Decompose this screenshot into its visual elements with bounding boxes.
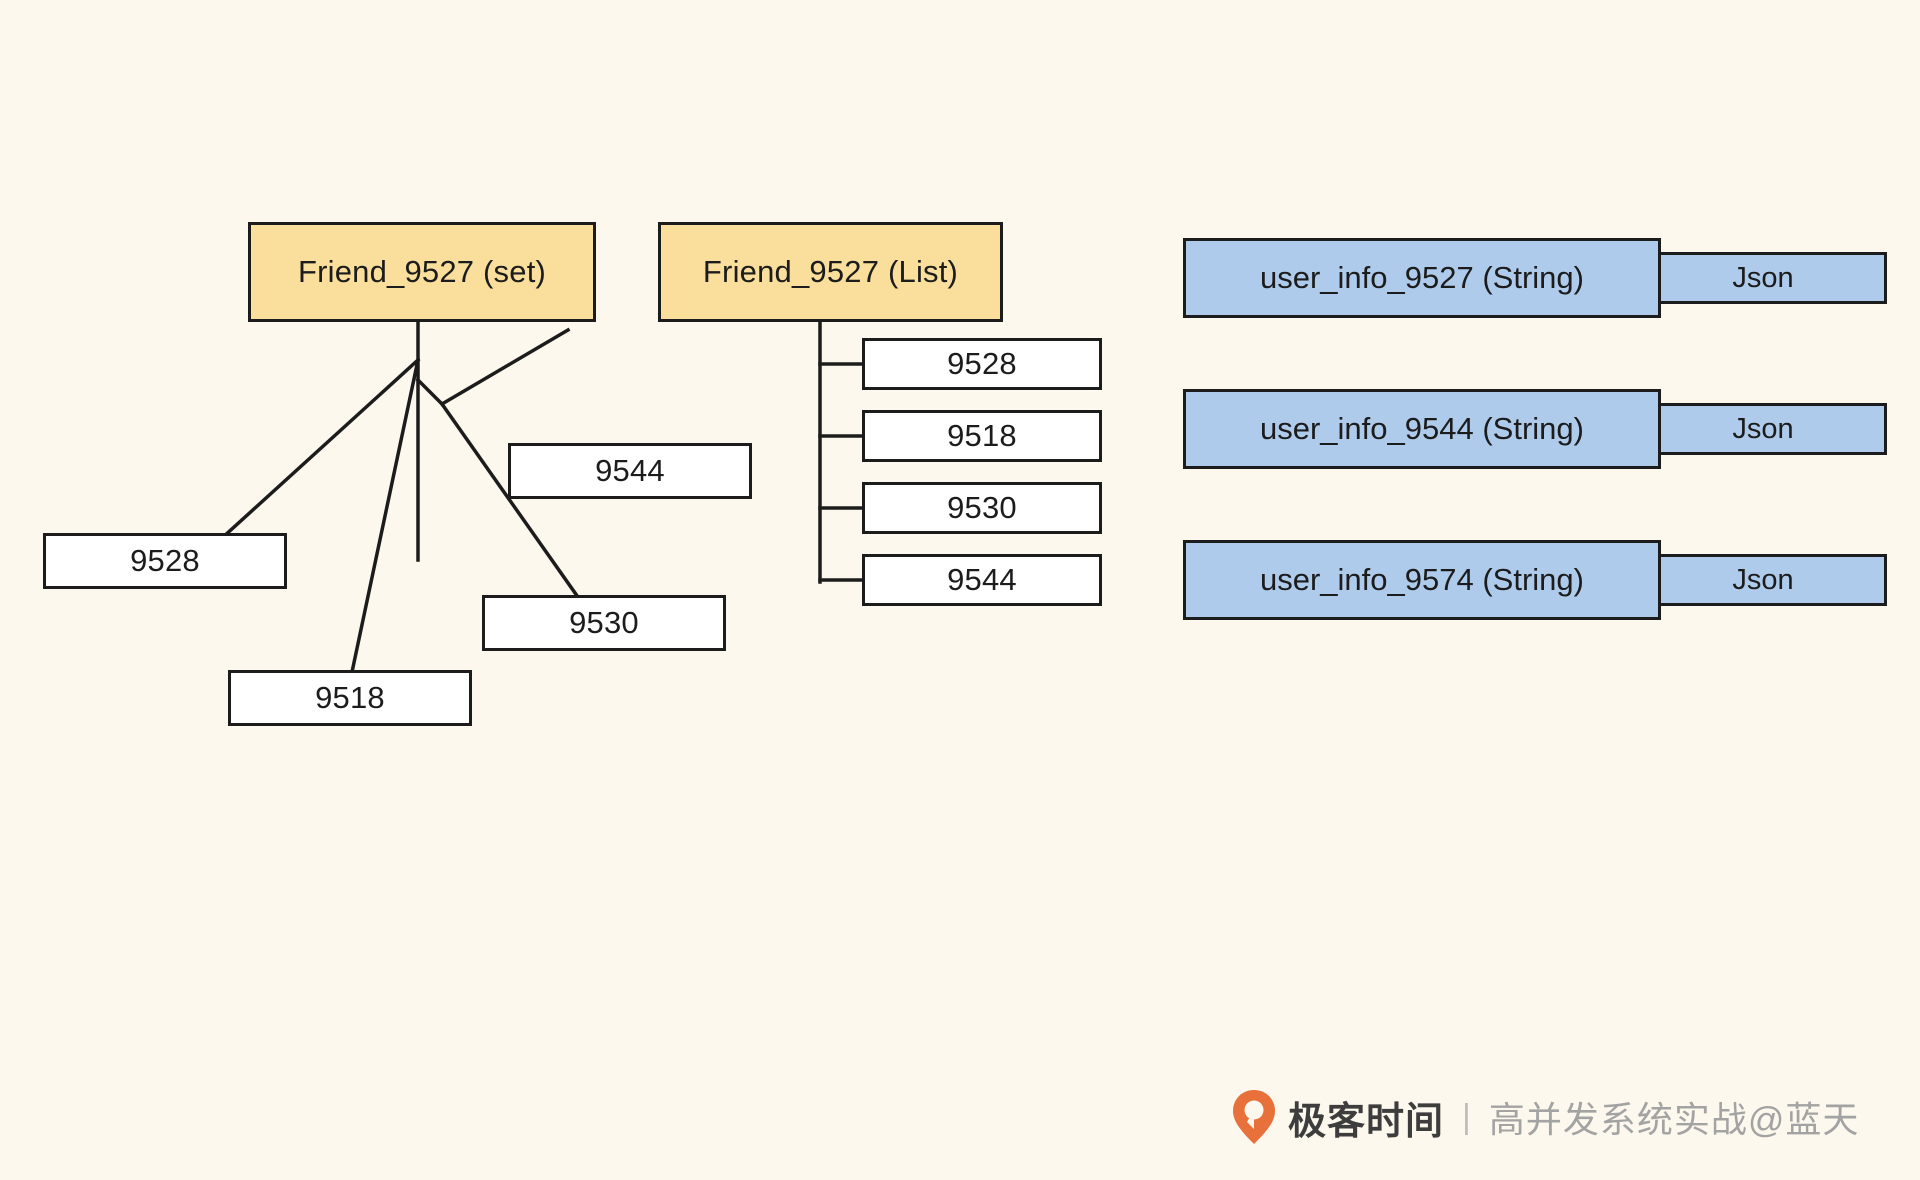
set-child-9528[interactable]: 9528	[43, 533, 287, 589]
string-key-label: user_info_9574 (String)	[1260, 562, 1584, 597]
string-key-label: user_info_9544 (String)	[1260, 411, 1584, 446]
geekbang-logo-icon	[1232, 1089, 1276, 1145]
list-item-label: 9544	[947, 562, 1017, 597]
set-child-label: 9518	[315, 680, 385, 715]
set-child-9530[interactable]: 9530	[482, 595, 726, 651]
set-child-9518[interactable]: 9518	[228, 670, 472, 726]
string-key-label: user_info_9527 (String)	[1260, 260, 1584, 295]
string-value-label: Json	[1732, 261, 1794, 294]
set-root-label: Friend_9527 (set)	[297, 254, 547, 289]
list-item-label: 9528	[947, 346, 1017, 381]
string-row-0[interactable]: user_info_9527 (String) Json	[1183, 238, 1887, 318]
string-value-label: Json	[1732, 412, 1794, 445]
set-child-label: 9528	[130, 543, 200, 578]
watermark-brand: 极客时间	[1288, 1100, 1445, 1143]
string-value-box-2[interactable]: Json	[1639, 554, 1887, 606]
list-item-label: 9518	[947, 418, 1017, 453]
list-item-1[interactable]: 9518	[862, 410, 1102, 462]
set-root-node[interactable]: Friend_9527 (set)	[248, 222, 596, 322]
set-child-label: 9544	[595, 453, 665, 488]
string-value-box-0[interactable]: Json	[1639, 252, 1887, 304]
string-row-1[interactable]: user_info_9544 (String) Json	[1183, 389, 1887, 469]
watermark-separator: |	[1462, 1097, 1471, 1136]
string-row-2[interactable]: user_info_9574 (String) Json	[1183, 540, 1887, 620]
list-root-label: Friend_9527 (List)	[702, 254, 959, 289]
list-root-node[interactable]: Friend_9527 (List)	[658, 222, 1003, 322]
list-item-3[interactable]: 9544	[862, 554, 1102, 606]
list-item-2[interactable]: 9530	[862, 482, 1102, 534]
string-value-box-1[interactable]: Json	[1639, 403, 1887, 455]
string-key-box-2[interactable]: user_info_9574 (String)	[1183, 540, 1661, 620]
set-child-9544[interactable]: 9544	[508, 443, 752, 499]
set-child-label: 9530	[569, 605, 639, 640]
list-item-label: 9530	[947, 490, 1017, 525]
list-item-0[interactable]: 9528	[862, 338, 1102, 390]
watermark-course: 高并发系统实战@蓝天	[1488, 1099, 1860, 1140]
string-value-label: Json	[1732, 563, 1794, 596]
string-key-box-1[interactable]: user_info_9544 (String)	[1183, 389, 1661, 469]
watermark: 极客时间 | 高并发系统实战@蓝天	[1232, 1086, 1859, 1148]
string-key-box-0[interactable]: user_info_9527 (String)	[1183, 238, 1661, 318]
